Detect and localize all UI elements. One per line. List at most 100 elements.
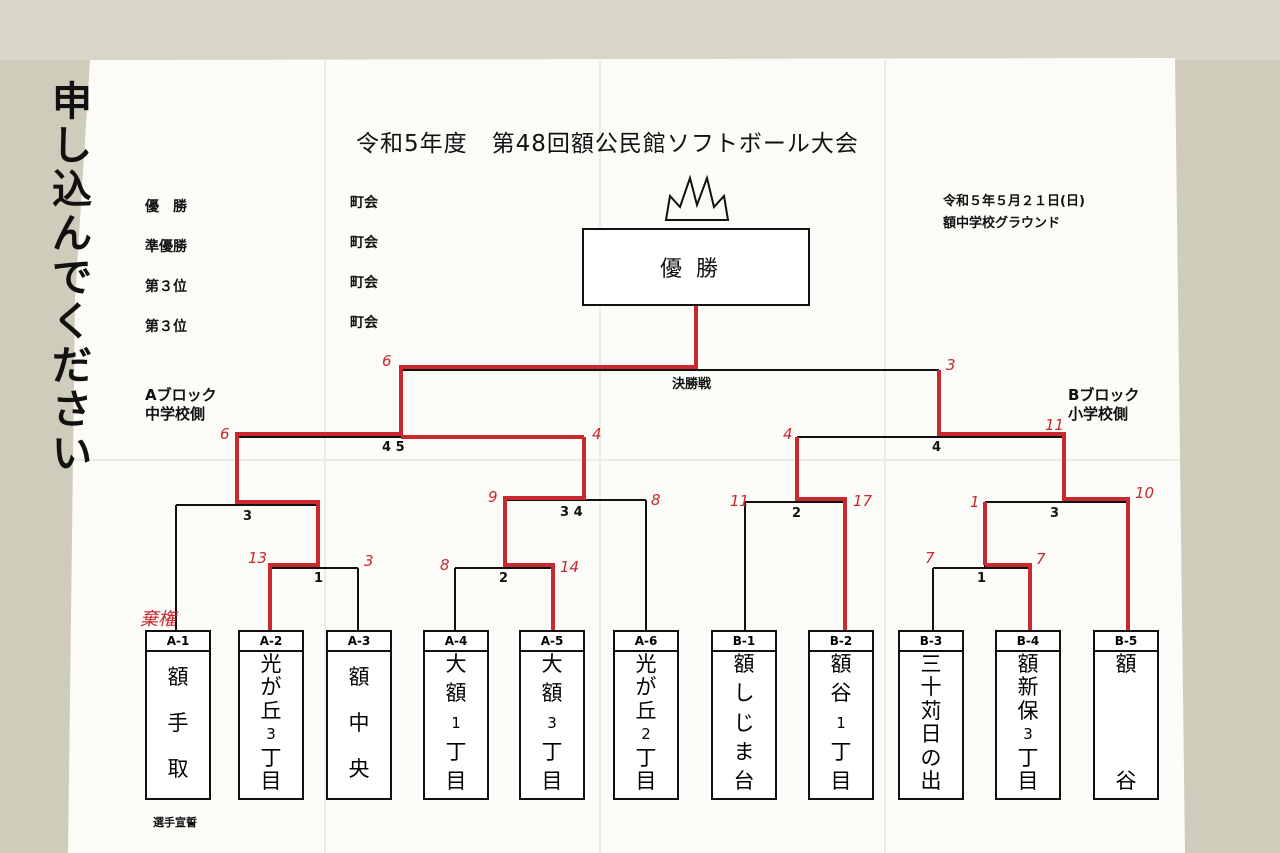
result-value-3: 町会 xyxy=(350,275,378,291)
team-name-char: 額 xyxy=(445,681,467,706)
result-value-1: 町会 xyxy=(350,195,378,211)
team-name-char: 丁 xyxy=(830,739,852,764)
team-name-char: の xyxy=(920,745,942,770)
block-a-title: Aブロック xyxy=(145,386,217,404)
team-name-char: 谷 xyxy=(1115,769,1137,793)
team-name: 額手取 xyxy=(147,654,209,792)
team-name-char: 額 xyxy=(733,652,755,676)
oath-note: 選手宣誓 xyxy=(153,816,197,829)
result-label-4: 第３位 xyxy=(145,319,187,335)
team-name-char: じ xyxy=(733,710,755,735)
team-name-char: 丁 xyxy=(1017,745,1039,770)
match-number: 3 4 xyxy=(560,505,583,520)
final-label: 決勝戦 xyxy=(672,377,712,392)
match-number: 3 xyxy=(1050,506,1060,521)
team-name-char: 3 xyxy=(1023,725,1033,744)
team-name-char: が xyxy=(635,675,657,700)
team-code: B-2 xyxy=(810,632,872,652)
team-name-char: 十 xyxy=(920,675,942,700)
team-name-char: 目 xyxy=(445,769,467,793)
team-name-char: 丁 xyxy=(635,745,657,770)
team-code: A-5 xyxy=(521,632,583,652)
team-name-char: 丁 xyxy=(541,739,563,764)
team-name-char: 中 xyxy=(348,710,370,735)
result-label-1: 優 勝 xyxy=(145,199,187,215)
team-name-char: 額 xyxy=(830,652,852,676)
score: 4 xyxy=(783,425,793,443)
team-name-char: 谷 xyxy=(830,681,852,706)
forfeit-note: 棄権 xyxy=(140,609,176,630)
team-name-char: 丘 xyxy=(260,698,282,723)
team-name-char: 3 xyxy=(266,725,276,744)
score: 10 xyxy=(1135,484,1155,502)
team-name-char: 新 xyxy=(1017,675,1039,700)
team-name-char: 丁 xyxy=(260,745,282,770)
team-name-char: 取 xyxy=(167,756,189,781)
team-name-char: 目 xyxy=(541,769,563,793)
match-number: 1 xyxy=(977,571,987,586)
team-code: A-4 xyxy=(425,632,487,652)
result-label-2: 準優勝 xyxy=(145,239,187,255)
match-number: 1 xyxy=(314,571,324,586)
team-name-char: 1 xyxy=(451,713,461,732)
score: 3 xyxy=(364,552,374,570)
team-name-char: 光 xyxy=(635,652,657,676)
team-name-char: 出 xyxy=(920,768,942,793)
team-name: 額中央 xyxy=(328,654,390,792)
result-value-4: 町会 xyxy=(350,315,378,331)
result-label-3: 第３位 xyxy=(145,279,187,295)
team-name-char: 光 xyxy=(260,652,282,676)
score-final-b: 3 xyxy=(946,356,956,374)
block-b-side: 小学校側 xyxy=(1068,405,1129,423)
team-name: 額しじま台 xyxy=(713,654,775,792)
team-name-char: 額 xyxy=(1017,652,1039,676)
score: 17 xyxy=(853,492,873,510)
block-a-side: 中学校側 xyxy=(145,405,206,423)
team-code: A-1 xyxy=(147,632,209,652)
score: 11 xyxy=(1045,416,1065,434)
team-name-char: 丁 xyxy=(445,739,467,764)
team-name-char: 大 xyxy=(541,652,563,676)
match-number: 4 5 xyxy=(382,440,405,455)
team-name-char: 目 xyxy=(635,768,657,793)
score: 11 xyxy=(730,492,750,510)
score: 1 xyxy=(970,493,980,511)
score: 14 xyxy=(560,558,580,576)
match-number: 4 xyxy=(932,440,942,455)
score: 4 xyxy=(592,425,602,443)
team-code: B-3 xyxy=(900,632,962,652)
block-b-title: Bブロック xyxy=(1068,386,1140,404)
team-code: B-4 xyxy=(997,632,1059,652)
team-code: A-2 xyxy=(240,632,302,652)
score: 8 xyxy=(440,556,450,574)
team-code: A-6 xyxy=(615,632,677,652)
score: 8 xyxy=(651,491,661,509)
team-name-char: 3 xyxy=(547,713,557,732)
team-name-char: 目 xyxy=(1017,768,1039,793)
event-date: 令和５年５月２１日(日) xyxy=(943,194,1085,209)
result-value-2: 町会 xyxy=(350,235,378,251)
crown-icon xyxy=(664,174,730,221)
team-name-char: 2 xyxy=(641,725,651,744)
team-name-char: し xyxy=(733,681,755,706)
score-final-a: 6 xyxy=(382,352,392,370)
score: 7 xyxy=(1036,550,1046,568)
team-name-char: 台 xyxy=(733,769,755,793)
team-name-char: 保 xyxy=(1017,698,1039,723)
